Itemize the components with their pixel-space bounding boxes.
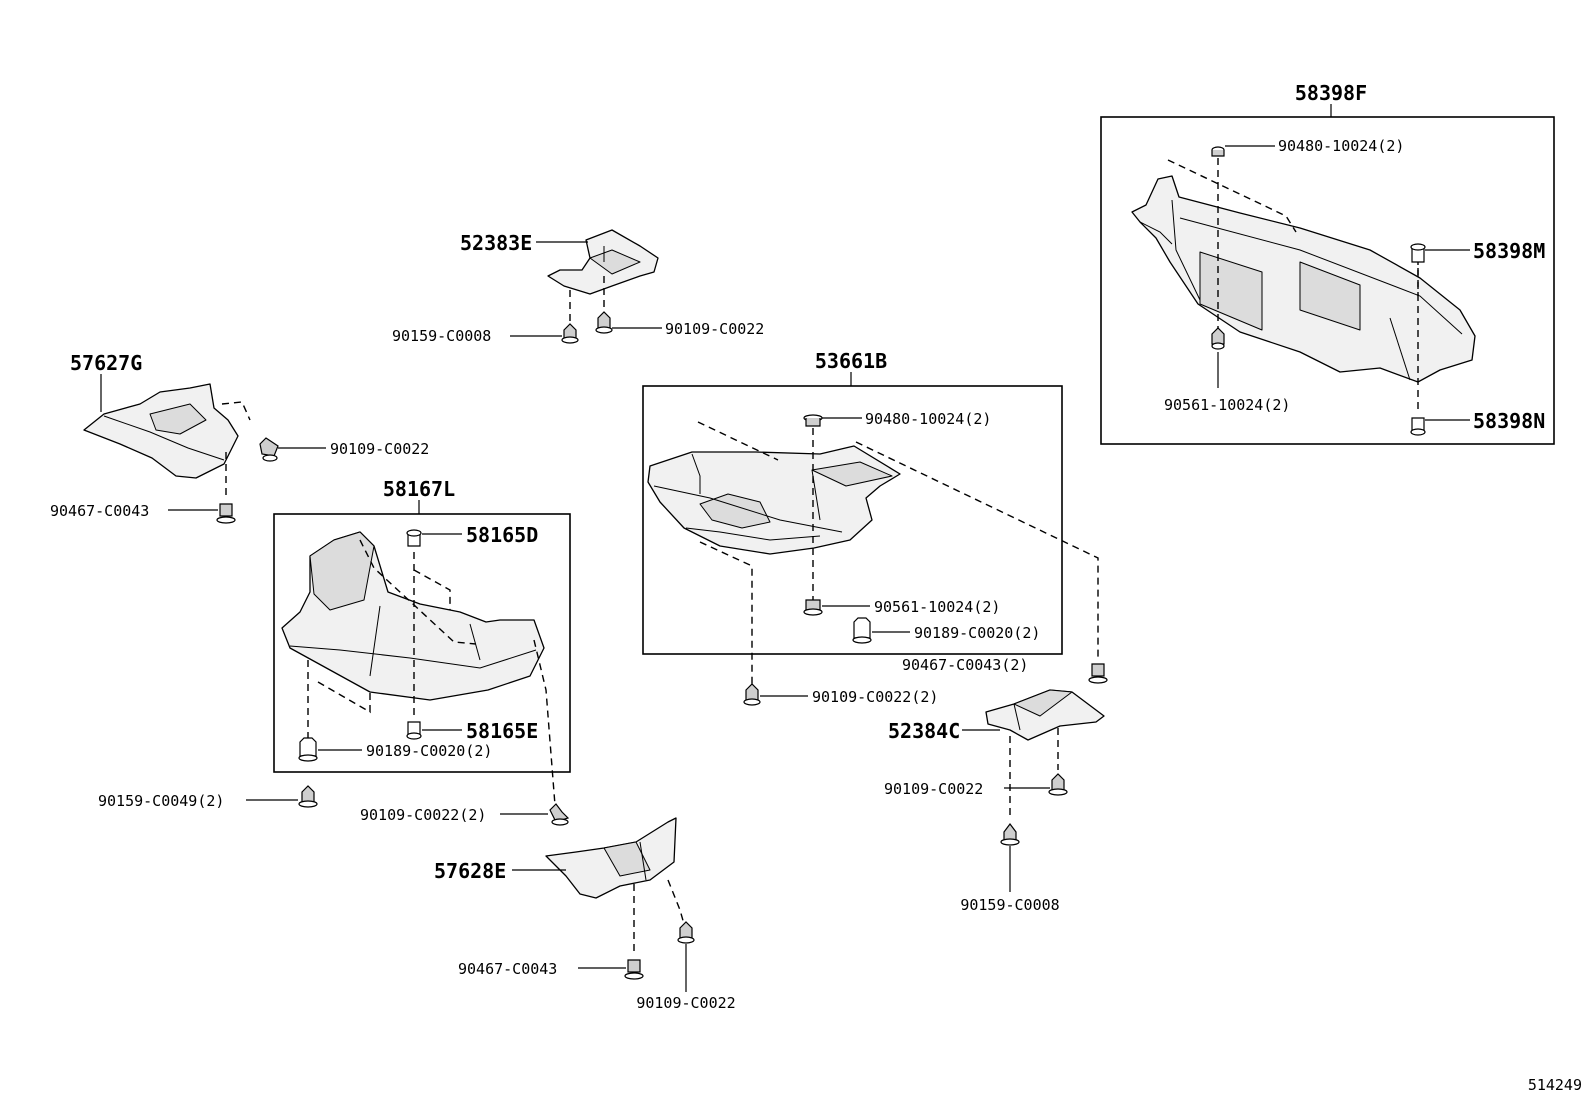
group-box-58398F <box>1100 116 1555 445</box>
label-90189-C0020-a: 90189-C0020(2) <box>914 624 1040 642</box>
label-90467-C0043-a: 90467-C0043 <box>50 502 149 520</box>
label-90109-C0022-e: 90109-C0022 <box>884 780 983 798</box>
nut-icon <box>624 959 644 980</box>
bolt-icon <box>298 785 318 808</box>
label-90159-C0049: 90159-C0049(2) <box>98 792 224 810</box>
part-52384C <box>962 689 1105 892</box>
label-90109-C0022-c: 90109-C0022(2) <box>812 688 938 706</box>
label-58398F: 58398F <box>1295 81 1367 105</box>
assembly-58398F <box>1100 104 1555 445</box>
bolt-icon <box>561 323 579 344</box>
nut-icon <box>1088 663 1108 684</box>
nut-icon <box>803 414 823 427</box>
part-57627G <box>83 374 326 524</box>
label-57628E: 57628E <box>434 859 506 883</box>
part-52383E <box>510 229 662 344</box>
labels: 58398F 90480-10024(2) 58398M 90561-10024… <box>50 81 1582 1094</box>
label-90109-C0022-a: 90109-C0022 <box>665 320 764 338</box>
bolt-icon <box>1000 823 1020 846</box>
nut-icon <box>803 599 823 616</box>
label-90189-C0020-b: 90189-C0020(2) <box>366 742 492 760</box>
bolt-icon <box>743 683 761 706</box>
clip-icon <box>406 529 422 547</box>
clip-icon <box>406 721 422 740</box>
label-52383E: 52383E <box>460 231 532 255</box>
label-58165D: 58165D <box>466 523 538 547</box>
clip-icon <box>1410 243 1426 263</box>
label-90159-C0008-a: 90159-C0008 <box>392 327 491 345</box>
label-90109-C0022-d: 90109-C0022(2) <box>360 806 486 824</box>
bolt-icon <box>259 437 279 462</box>
assembly-53661B <box>642 372 1108 706</box>
label-52384C: 52384C <box>888 719 960 743</box>
label-90109-C0022-b: 90109-C0022 <box>330 440 429 458</box>
label-58167L: 58167L <box>383 477 455 501</box>
bolt-icon <box>595 311 613 334</box>
label-90561-10024-a: 90561-10024(2) <box>1164 396 1290 414</box>
bolt-icon <box>677 921 695 944</box>
nut-icon <box>216 503 236 524</box>
clip-icon <box>1410 417 1426 436</box>
label-90561-10024-b: 90561-10024(2) <box>874 598 1000 616</box>
label-90159-C0008-b: 90159-C0008 <box>960 896 1059 914</box>
label-58165E: 58165E <box>466 719 538 743</box>
bolt-icon <box>1048 773 1068 796</box>
clip-icon <box>298 737 318 762</box>
fastener-icon <box>1211 146 1225 157</box>
label-90480-10024-b: 90480-10024(2) <box>865 410 991 428</box>
label-58398M: 58398M <box>1473 239 1545 263</box>
group-box-53661B <box>642 385 1063 655</box>
assembly-58167L <box>246 500 571 826</box>
group-box-58167L <box>273 513 571 773</box>
label-90109-C0022-f: 90109-C0022 <box>636 994 735 1012</box>
label-57627G: 57627G <box>70 351 142 375</box>
fastener-icon <box>1211 327 1225 350</box>
label-90467-C0043-b: 90467-C0043(2) <box>902 656 1028 674</box>
clip-icon <box>852 617 872 644</box>
part-57628E <box>512 817 695 992</box>
bolt-icon <box>549 803 570 826</box>
label-90467-C0043-c: 90467-C0043 <box>458 960 557 978</box>
label-90480-10024-a: 90480-10024(2) <box>1278 137 1404 155</box>
diagram-id: 514249 <box>1528 1076 1582 1094</box>
label-53661B: 53661B <box>815 349 887 373</box>
label-58398N: 58398N <box>1473 409 1545 433</box>
